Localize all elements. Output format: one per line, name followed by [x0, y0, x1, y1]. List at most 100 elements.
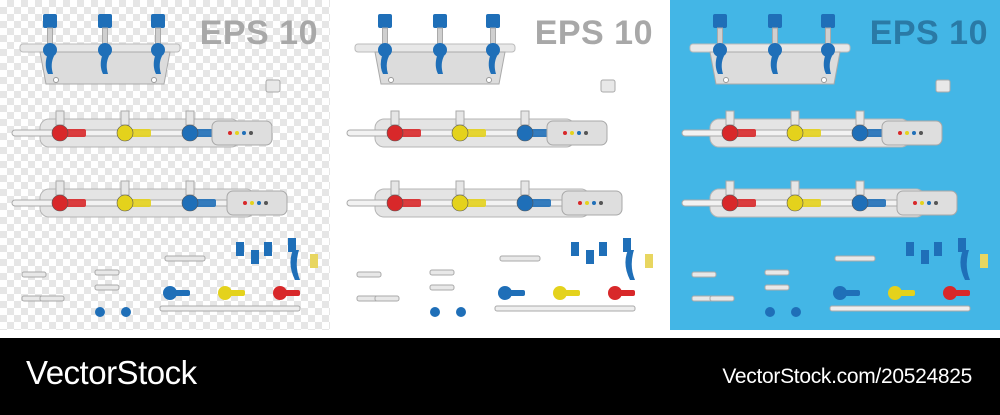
indicator-dot: [577, 131, 581, 135]
valve-port: [855, 110, 865, 126]
small-connector: [600, 79, 616, 93]
tap-handle: [380, 56, 389, 74]
valve-knob: [451, 124, 469, 142]
long-tube: [829, 305, 971, 312]
valve-knob: [51, 124, 69, 142]
spare-valve-lever: [840, 290, 860, 296]
indicator-dot: [257, 201, 261, 205]
valve-port: [520, 110, 530, 126]
indicator-dot: [584, 131, 588, 135]
tube-fitting: [374, 295, 400, 302]
luer-part-yellow: [310, 254, 318, 268]
valve-port: [455, 180, 465, 196]
valve-port: [185, 110, 195, 126]
tap-cap: [433, 14, 447, 28]
tap-cap: [821, 14, 835, 28]
panel-blue: EPS 10: [670, 0, 1000, 330]
cap-part: [571, 242, 579, 256]
valve-knob: [386, 124, 404, 142]
valve-knob: [786, 124, 804, 142]
tube-fitting: [164, 255, 206, 262]
tap-cap: [151, 14, 165, 28]
valve-knob: [721, 124, 739, 142]
small-connector: [265, 79, 281, 93]
valve-port: [520, 180, 530, 196]
tap-valve: [768, 43, 782, 57]
tap-valve: [821, 43, 835, 57]
tube-fitting: [499, 255, 541, 262]
cap-part: [921, 250, 929, 264]
manifold-illustration: [681, 14, 988, 317]
valve-knob: [786, 194, 804, 212]
tube-fitting: [39, 295, 65, 302]
tap-handle: [435, 56, 444, 74]
tube-fitting: [429, 269, 455, 276]
valve-port: [725, 180, 735, 196]
mount-hole: [388, 77, 394, 83]
indicator-dot: [585, 201, 589, 205]
tap-handle: [770, 56, 779, 74]
valve-knob: [721, 194, 739, 212]
indicator-dot: [898, 131, 902, 135]
valve-port: [120, 110, 130, 126]
tube-fitting: [764, 269, 790, 276]
cap-part: [264, 242, 272, 256]
valve-port: [790, 180, 800, 196]
valve-knob: [181, 124, 199, 142]
spare-valve-lever: [615, 290, 635, 296]
panel-white: EPS 10: [335, 0, 665, 330]
eps-badge: EPS 10: [199, 14, 318, 52]
indicator-dot: [913, 201, 917, 205]
tube-fitting: [21, 271, 47, 278]
indicator-dot: [919, 131, 923, 135]
valve-knob: [116, 194, 134, 212]
cap-part: [906, 242, 914, 256]
luer-part-yellow: [645, 254, 653, 268]
luer-cap: [456, 307, 466, 317]
spare-handle: [290, 250, 300, 280]
footer-bar: VectorStock VectorStock.com/20524825: [0, 338, 1000, 415]
tap-valve: [713, 43, 727, 57]
tap-valve: [151, 43, 165, 57]
tap-cap: [486, 14, 500, 28]
valve-port: [790, 110, 800, 126]
tap-handle: [488, 56, 497, 74]
indicator-dot: [228, 131, 232, 135]
spare-valve-lever: [560, 290, 580, 296]
manifold-illustration: [11, 14, 318, 317]
valve-knob: [516, 194, 534, 212]
long-tube: [159, 305, 301, 312]
valve-port: [725, 110, 735, 126]
spare-valve-lever: [280, 290, 300, 296]
artwork-group: [11, 14, 318, 317]
long-tube: [494, 305, 636, 312]
valve-port: [55, 110, 65, 126]
luer-cap: [95, 307, 105, 317]
tube-fitting: [834, 255, 876, 262]
indicator-dot: [264, 201, 268, 205]
indicator-dot: [250, 201, 254, 205]
tap-handle: [715, 56, 724, 74]
tap-valve: [378, 43, 392, 57]
cap-part: [288, 238, 296, 252]
spare-valve-lever: [170, 290, 190, 296]
indicator-dot: [934, 201, 938, 205]
tube-fitting: [429, 284, 455, 291]
valve-knob: [516, 124, 534, 142]
spare-handle: [625, 250, 635, 280]
tap-cap: [768, 14, 782, 28]
tube-fitting: [709, 295, 735, 302]
cap-part: [251, 250, 259, 264]
cap-part: [934, 242, 942, 256]
tap-cap: [378, 14, 392, 28]
tap-handle: [45, 56, 54, 74]
artwork-group: [346, 14, 653, 317]
luer-cap: [121, 307, 131, 317]
tube-fitting: [94, 284, 120, 291]
valve-knob: [181, 194, 199, 212]
valve-port: [55, 180, 65, 196]
tube-fitting: [764, 284, 790, 291]
valve-port: [390, 180, 400, 196]
valve-port: [855, 180, 865, 196]
valve-knob: [116, 124, 134, 142]
